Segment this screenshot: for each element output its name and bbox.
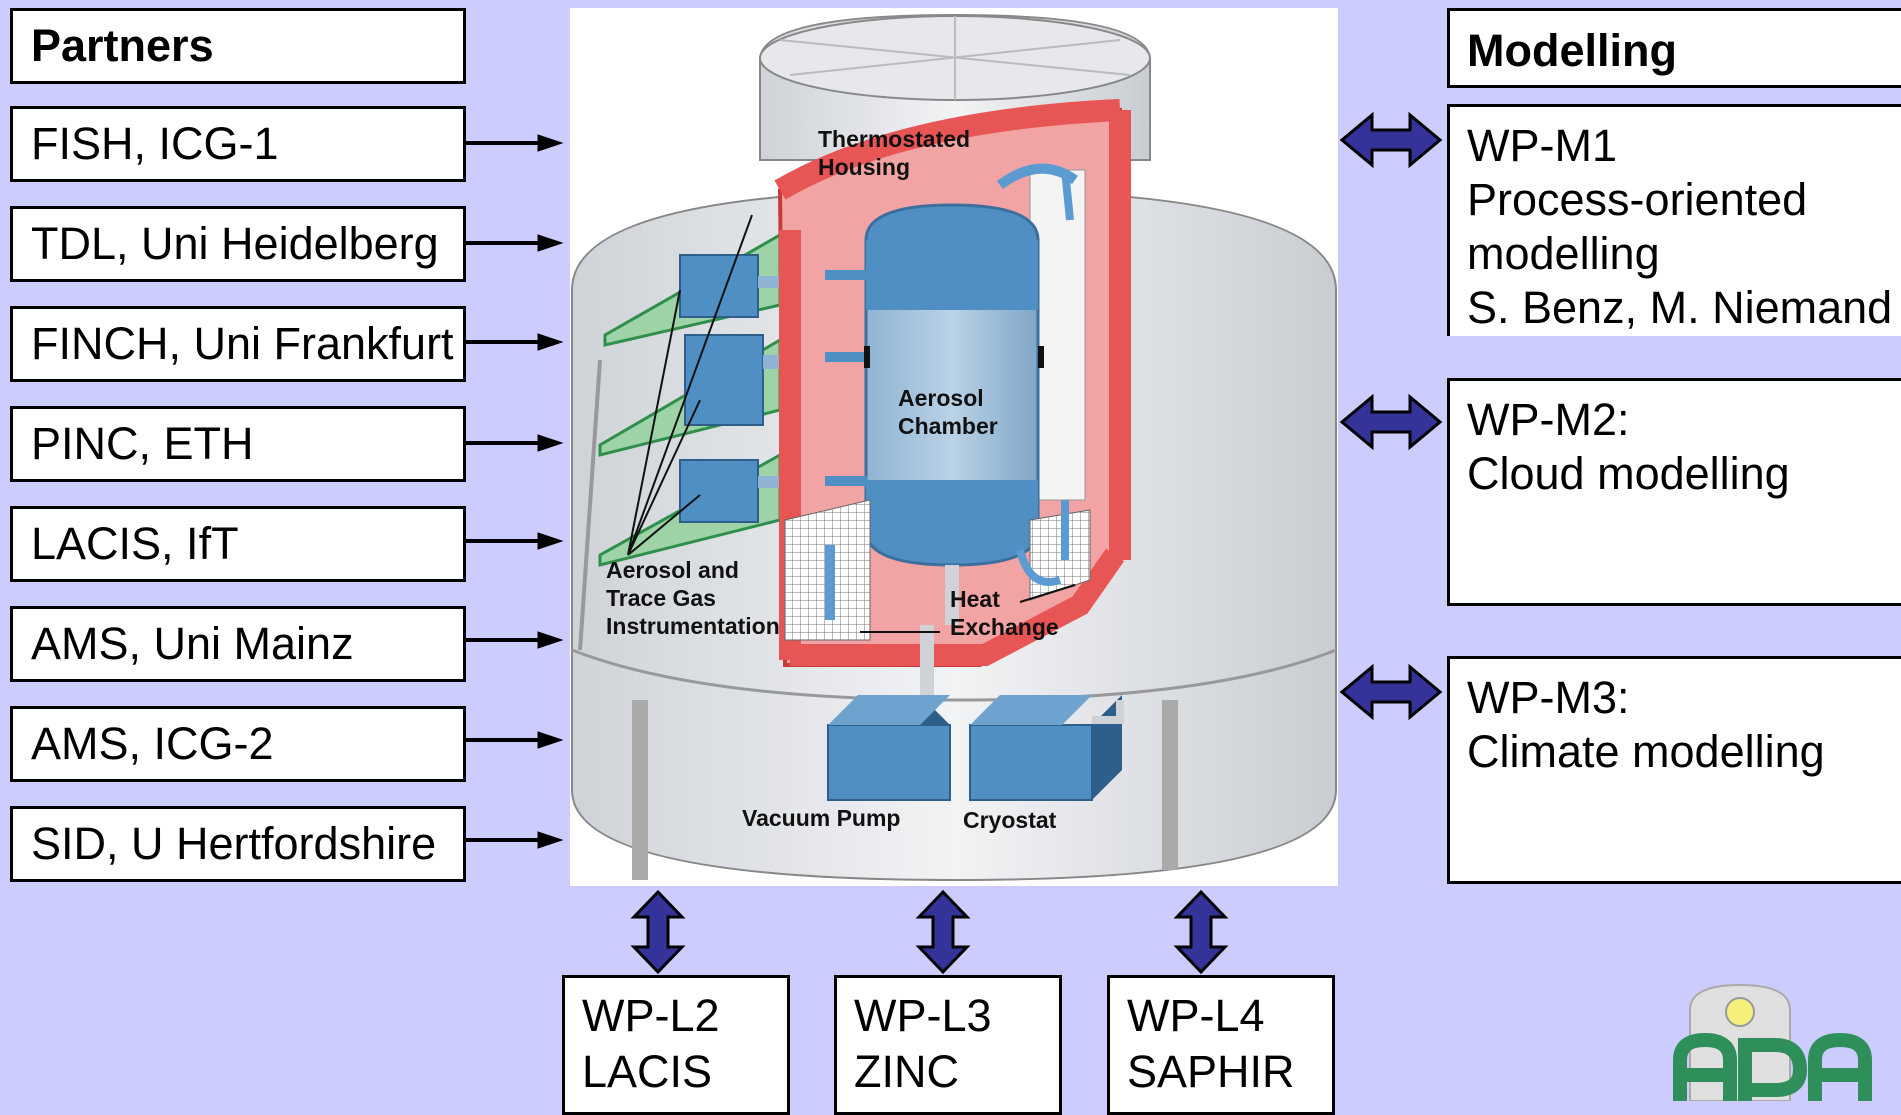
- wp-m1-people: S. Benz, M. Niemand: [1467, 282, 1893, 333]
- wp-m2-id: WP-M2:: [1467, 394, 1630, 445]
- wp-l2-name: LACIS: [582, 1046, 713, 1097]
- wp-m1-title: Process-oriented: [1467, 174, 1808, 225]
- partner-finch: FINCH, Uni Frankfurt: [10, 306, 466, 382]
- wp-l3-name: ZINC: [854, 1046, 959, 1097]
- wp-m1-subtitle: modelling: [1467, 228, 1660, 279]
- wp-m1-box: WP-M1 Process-oriented modelling S. Benz…: [1447, 104, 1901, 336]
- wp-l4-id: WP-L4: [1127, 990, 1265, 1041]
- partner-arrows: [466, 134, 564, 849]
- aida-logo: [1673, 983, 1872, 1101]
- wp-m2-title: Cloud modelling: [1467, 448, 1790, 499]
- lab-double-arrows: [630, 889, 1229, 975]
- cryostat-label: Cryostat: [963, 807, 1057, 833]
- partner-fish: FISH, ICG-1: [10, 106, 466, 182]
- heat-exchange-label: Heat Exchange: [950, 586, 1059, 640]
- partners-title: Partners: [10, 8, 466, 84]
- wp-m3-title: Climate modelling: [1467, 726, 1825, 777]
- wp-m1-id: WP-M1: [1467, 120, 1617, 171]
- wp-l3-id: WP-L3: [854, 990, 992, 1041]
- aerosol-chamber-label: Aerosol Chamber: [898, 385, 998, 439]
- wp-m3-id: WP-M3:: [1467, 672, 1630, 723]
- wp-m3-box: WP-M3: Climate modelling: [1447, 656, 1901, 884]
- wp-l3-box: WP-L3 ZINC: [834, 975, 1062, 1115]
- modelling-double-arrows: [1339, 111, 1443, 721]
- partner-sid: SID, U Hertfordshire: [10, 806, 466, 882]
- partner-ams-icg2: AMS, ICG-2: [10, 706, 466, 782]
- vacuum-pump-label: Vacuum Pump: [742, 805, 901, 831]
- partner-tdl: TDL, Uni Heidelberg: [10, 206, 466, 282]
- partner-ams-mainz: AMS, Uni Mainz: [10, 606, 466, 682]
- wp-m2-box: WP-M2: Cloud modelling: [1447, 378, 1901, 606]
- wp-l2-box: WP-L2 LACIS: [562, 975, 790, 1115]
- wp-l2-id: WP-L2: [582, 990, 720, 1041]
- wp-l4-box: WP-L4 SAPHIR: [1107, 975, 1335, 1115]
- thermostated-housing-label: Thermostated Housing: [818, 126, 971, 180]
- wp-l4-name: SAPHIR: [1127, 1046, 1295, 1097]
- partner-pinc: PINC, ETH: [10, 406, 466, 482]
- modelling-title: Modelling: [1447, 8, 1901, 88]
- partner-lacis: LACIS, IfT: [10, 506, 466, 582]
- instrumentation-label: Aerosol and Trace Gas Instrumentation: [606, 557, 780, 639]
